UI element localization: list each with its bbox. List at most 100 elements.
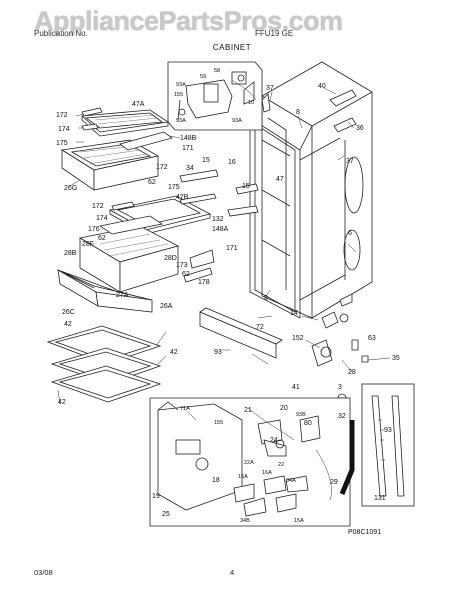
callout-8: 8 [296,109,300,116]
callout-42c: 42 [58,399,66,406]
callout-175: 175 [56,140,68,147]
callout-25: 25 [162,511,170,518]
callout-19: 19 [152,493,160,500]
crisper-26g [60,131,173,191]
rail-172 [81,107,103,131]
callout-62b: 62 [98,235,106,242]
thermostat-inset [167,61,263,131]
callout-26c: 26C [62,309,75,316]
callout-28f: 28F [82,241,94,248]
diagram-code: P08C1091 [348,529,381,536]
cabinet-body [249,61,373,319]
callout-24: 24 [270,437,278,444]
callout-93c: 93 [384,427,392,434]
section-title: CABINET [212,43,252,52]
drawer-front-26c [57,269,153,313]
callout-132: 132 [212,216,224,223]
drawer-28b [78,215,180,293]
callout-42b: 42 [170,349,178,356]
strip-inset [361,383,415,507]
callout-155b: 155 [214,420,223,426]
callout-62c: 62 [182,271,190,278]
callout-131: 131 [374,495,386,502]
callout-58: 58 [214,68,220,74]
callout-71a: 71A [180,406,190,412]
glass-shelves-42 [46,325,162,403]
callout-47b: 47B [176,194,189,201]
callout-80: 80 [304,420,312,427]
callout-32: 32 [338,413,346,420]
callout-40: 40 [318,83,326,90]
callout-15a: 15A [238,474,248,480]
callout-28b: 28B [64,250,77,257]
callout-72: 72 [256,324,264,331]
callout-93a-3: 93A [232,118,242,124]
callout-18: 18 [212,477,220,484]
callout-93a: 93A [176,82,186,88]
callout-93b: 93B [296,412,306,418]
callout-16: 16 [228,159,236,166]
callout-26g: 26G [64,185,77,192]
callout-176: 176 [88,226,100,233]
callout-37: 37 [266,85,274,92]
callout-171b: 171 [226,245,238,252]
callout-174b: 174 [96,215,108,222]
footer-page-number: 4 [230,568,235,577]
callout-173: 173 [176,262,188,269]
callout-34b: 34B [240,518,250,524]
callout-34: 34 [186,165,194,172]
callout-47a: 47A [132,101,145,108]
callout-15: 15 [202,157,210,164]
callout-35: 35 [392,355,400,362]
strips-15 [179,169,259,283]
header-model: FFU19 GE [255,29,294,38]
callout-29: 29 [330,479,338,486]
callout-28: 28 [348,369,356,376]
callout-47: 47 [276,176,284,183]
callout-174: 174 [58,126,70,133]
callout-155: 155 [174,92,183,98]
callout-21: 21 [244,407,252,414]
callout-171: 171 [182,145,194,152]
control-panel-inset [149,397,355,527]
callout-172c: 172 [92,203,104,210]
callout-14: 14 [290,310,298,317]
callout-42: 42 [64,321,72,328]
callout-37b: 37 [346,158,354,165]
callout-26a: 26A [160,303,173,310]
callout-20: 20 [280,405,288,412]
callout-10: 10 [248,100,254,106]
callout-16a: 16A [262,470,272,476]
leader-lines [57,87,391,431]
callout-93a-2: 93A [176,118,186,124]
callout-34a: 34A [286,478,296,484]
callout-63: 63 [368,335,376,342]
callout-28d: 28D [164,255,177,262]
callout-152: 152 [292,335,304,342]
callout-172b: 172 [156,164,168,171]
callout-93: 93 [214,349,222,356]
callout-148b: 148B [180,135,197,142]
callout-59: 59 [200,74,206,80]
cover-panel-72 [199,307,283,359]
callout-15b: 15 [242,183,250,190]
callout-175b: 175 [168,184,180,191]
hinge-parts [311,311,369,411]
watermark: AppliancePartsPros.com [34,6,343,36]
callout-22: 22 [278,462,284,468]
callout-41: 41 [292,384,300,391]
callout-172: 172 [56,112,68,119]
callout-9: 9 [264,295,268,302]
callout-6: 6 [348,230,352,237]
callout-178: 178 [198,279,210,286]
callout-labels: 40 37 8 36 37 59 58 93A 155 93A 93A 10 4… [56,68,400,524]
footer-date: 03/08 [34,568,53,577]
callout-3: 3 [338,384,342,391]
callout-15a-3: 15A [294,518,304,524]
callout-22a: 22A [244,460,254,466]
callout-36: 36 [356,125,364,132]
callout-27a: 27A [116,292,129,299]
header-publication: Publication No. [34,29,88,38]
